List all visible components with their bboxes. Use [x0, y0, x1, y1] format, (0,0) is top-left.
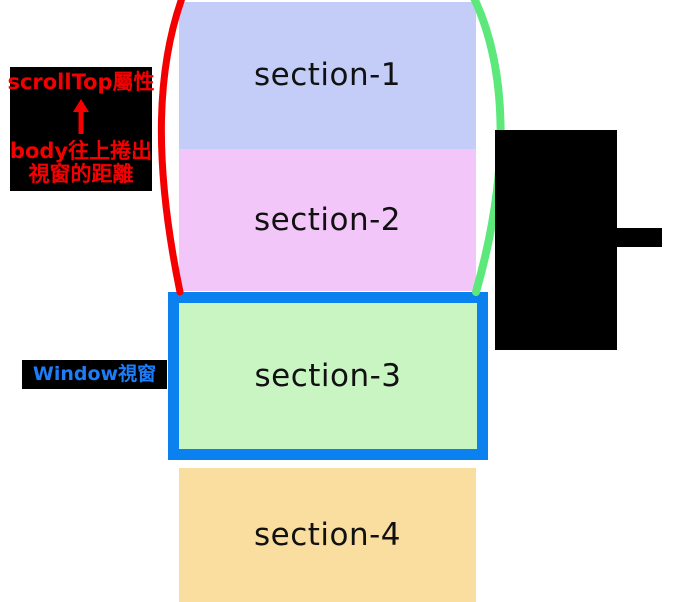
section-4-label: section-4 [253, 516, 402, 553]
scrolltop-title: scrollTop屬性 [7, 70, 155, 95]
section-2-box: section-2 [179, 149, 476, 291]
section-4-box: section-4 [179, 468, 476, 602]
section-1-box: section-1 [179, 2, 476, 149]
scrolltop-desc-line1: body往上捲出 [9, 138, 153, 163]
window-callout-label: Window視窗 [32, 363, 157, 385]
section-1-label: section-1 [253, 57, 402, 93]
up-arrow-icon [73, 98, 89, 134]
section-3-label: section-3 [254, 357, 402, 394]
scrolltop-desc-line2: 視窗的距離 [28, 162, 134, 187]
section-2-label: section-2 [253, 201, 402, 238]
scroll-label-occluder [519, 228, 662, 247]
scrolltop-callout-box: scrollTop屬性 body往上捲出 視窗的距離 [7, 67, 155, 191]
window-viewport-frame: section-3 [168, 292, 488, 460]
window-callout-box: Window視窗 [22, 360, 167, 389]
